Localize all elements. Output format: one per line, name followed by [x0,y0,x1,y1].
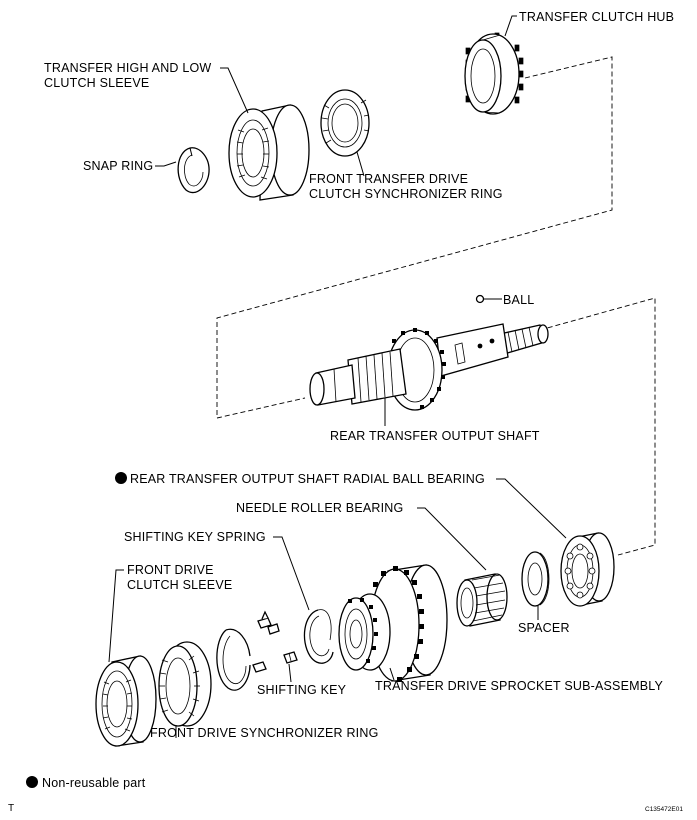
shifting-key-3 [252,661,267,673]
rear-output-shaft [309,323,549,411]
snap-ring-lower [216,628,251,691]
shifting-keys [252,610,298,673]
label-transfer-clutch-hub: TRANSFER CLUTCH HUB [519,10,674,24]
high-low-clutch-sleeve [228,104,310,201]
leader-front-drive-sleeve [108,569,124,663]
label-front-drive-sleeve-2: CLUTCH SLEEVE [127,578,232,592]
non-reusable-marker-bearing [115,472,127,484]
leader-front-transfer-sync-ring [356,151,365,177]
label-sprocket: TRANSFER DRIVE SPROCKET SUB-ASSEMBLY [375,679,664,693]
legend: Non-reusable part [26,776,146,790]
label-snap-ring: SNAP RING [83,159,153,173]
radial-ball-bearing [560,532,615,607]
label-needle-bearing: NEEDLE ROLLER BEARING [236,501,403,515]
needle-roller-bearing [456,573,508,627]
transfer-clutch-hub [464,32,524,115]
label-front-drive-sleeve-1: FRONT DRIVE [127,563,214,577]
non-reusable-marker-legend [26,776,38,788]
leader-sprocket [389,667,395,681]
label-front-sync-ring-2: CLUTCH SYNCHRONIZER RING [309,187,503,201]
transfer-drive-sprocket [338,564,448,682]
label-radial-bearing: REAR TRANSFER OUTPUT SHAFT RADIAL BALL B… [130,472,485,486]
figure-code: C135472E01 [645,806,683,813]
shifting-key-2 [267,623,280,635]
label-rear-output-shaft: REAR TRANSFER OUTPUT SHAFT [330,429,540,443]
corner-mark: T [8,803,14,814]
label-spacer: SPACER [518,621,570,635]
spacer [521,551,550,607]
label-high-low-sleeve-1: TRANSFER HIGH AND LOW [44,61,211,75]
sleeve-splines [236,127,270,180]
shifting-key-1 [257,610,272,629]
leader-needle-bearing [417,507,487,571]
front-drive-sync-ring [158,641,212,727]
leader-radial-bearing [496,478,567,539]
label-high-low-sleeve-2: CLUTCH SLEEVE [44,76,149,90]
leader-shifting-key-spring [273,536,310,611]
label-shifting-key-spring: SHIFTING KEY SPRING [124,530,266,544]
leader-shifting-key [288,663,292,683]
legend-non-reusable: Non-reusable part [42,776,146,790]
label-front-drive-sync-ring: FRONT DRIVE SYNCHRONIZER RING [150,726,379,740]
shifting-key-4 [283,651,298,664]
snap-ring-upper [177,147,210,194]
ball [475,294,485,304]
leader-snap-ring [155,161,177,167]
sprocket-teeth [373,566,424,682]
label-shifting-key: SHIFTING KEY [257,683,347,697]
front-transfer-sync-ring [320,89,370,157]
label-ball: BALL [503,293,534,307]
leader-transfer-clutch-hub [504,15,517,37]
leader-high-low-sleeve [220,67,249,114]
shifting-key-spring [303,609,334,664]
assembly-guide-lines [216,56,656,556]
label-front-sync-ring-1: FRONT TRANSFER DRIVE [309,172,468,186]
front-drive-clutch-sleeve [95,655,157,747]
